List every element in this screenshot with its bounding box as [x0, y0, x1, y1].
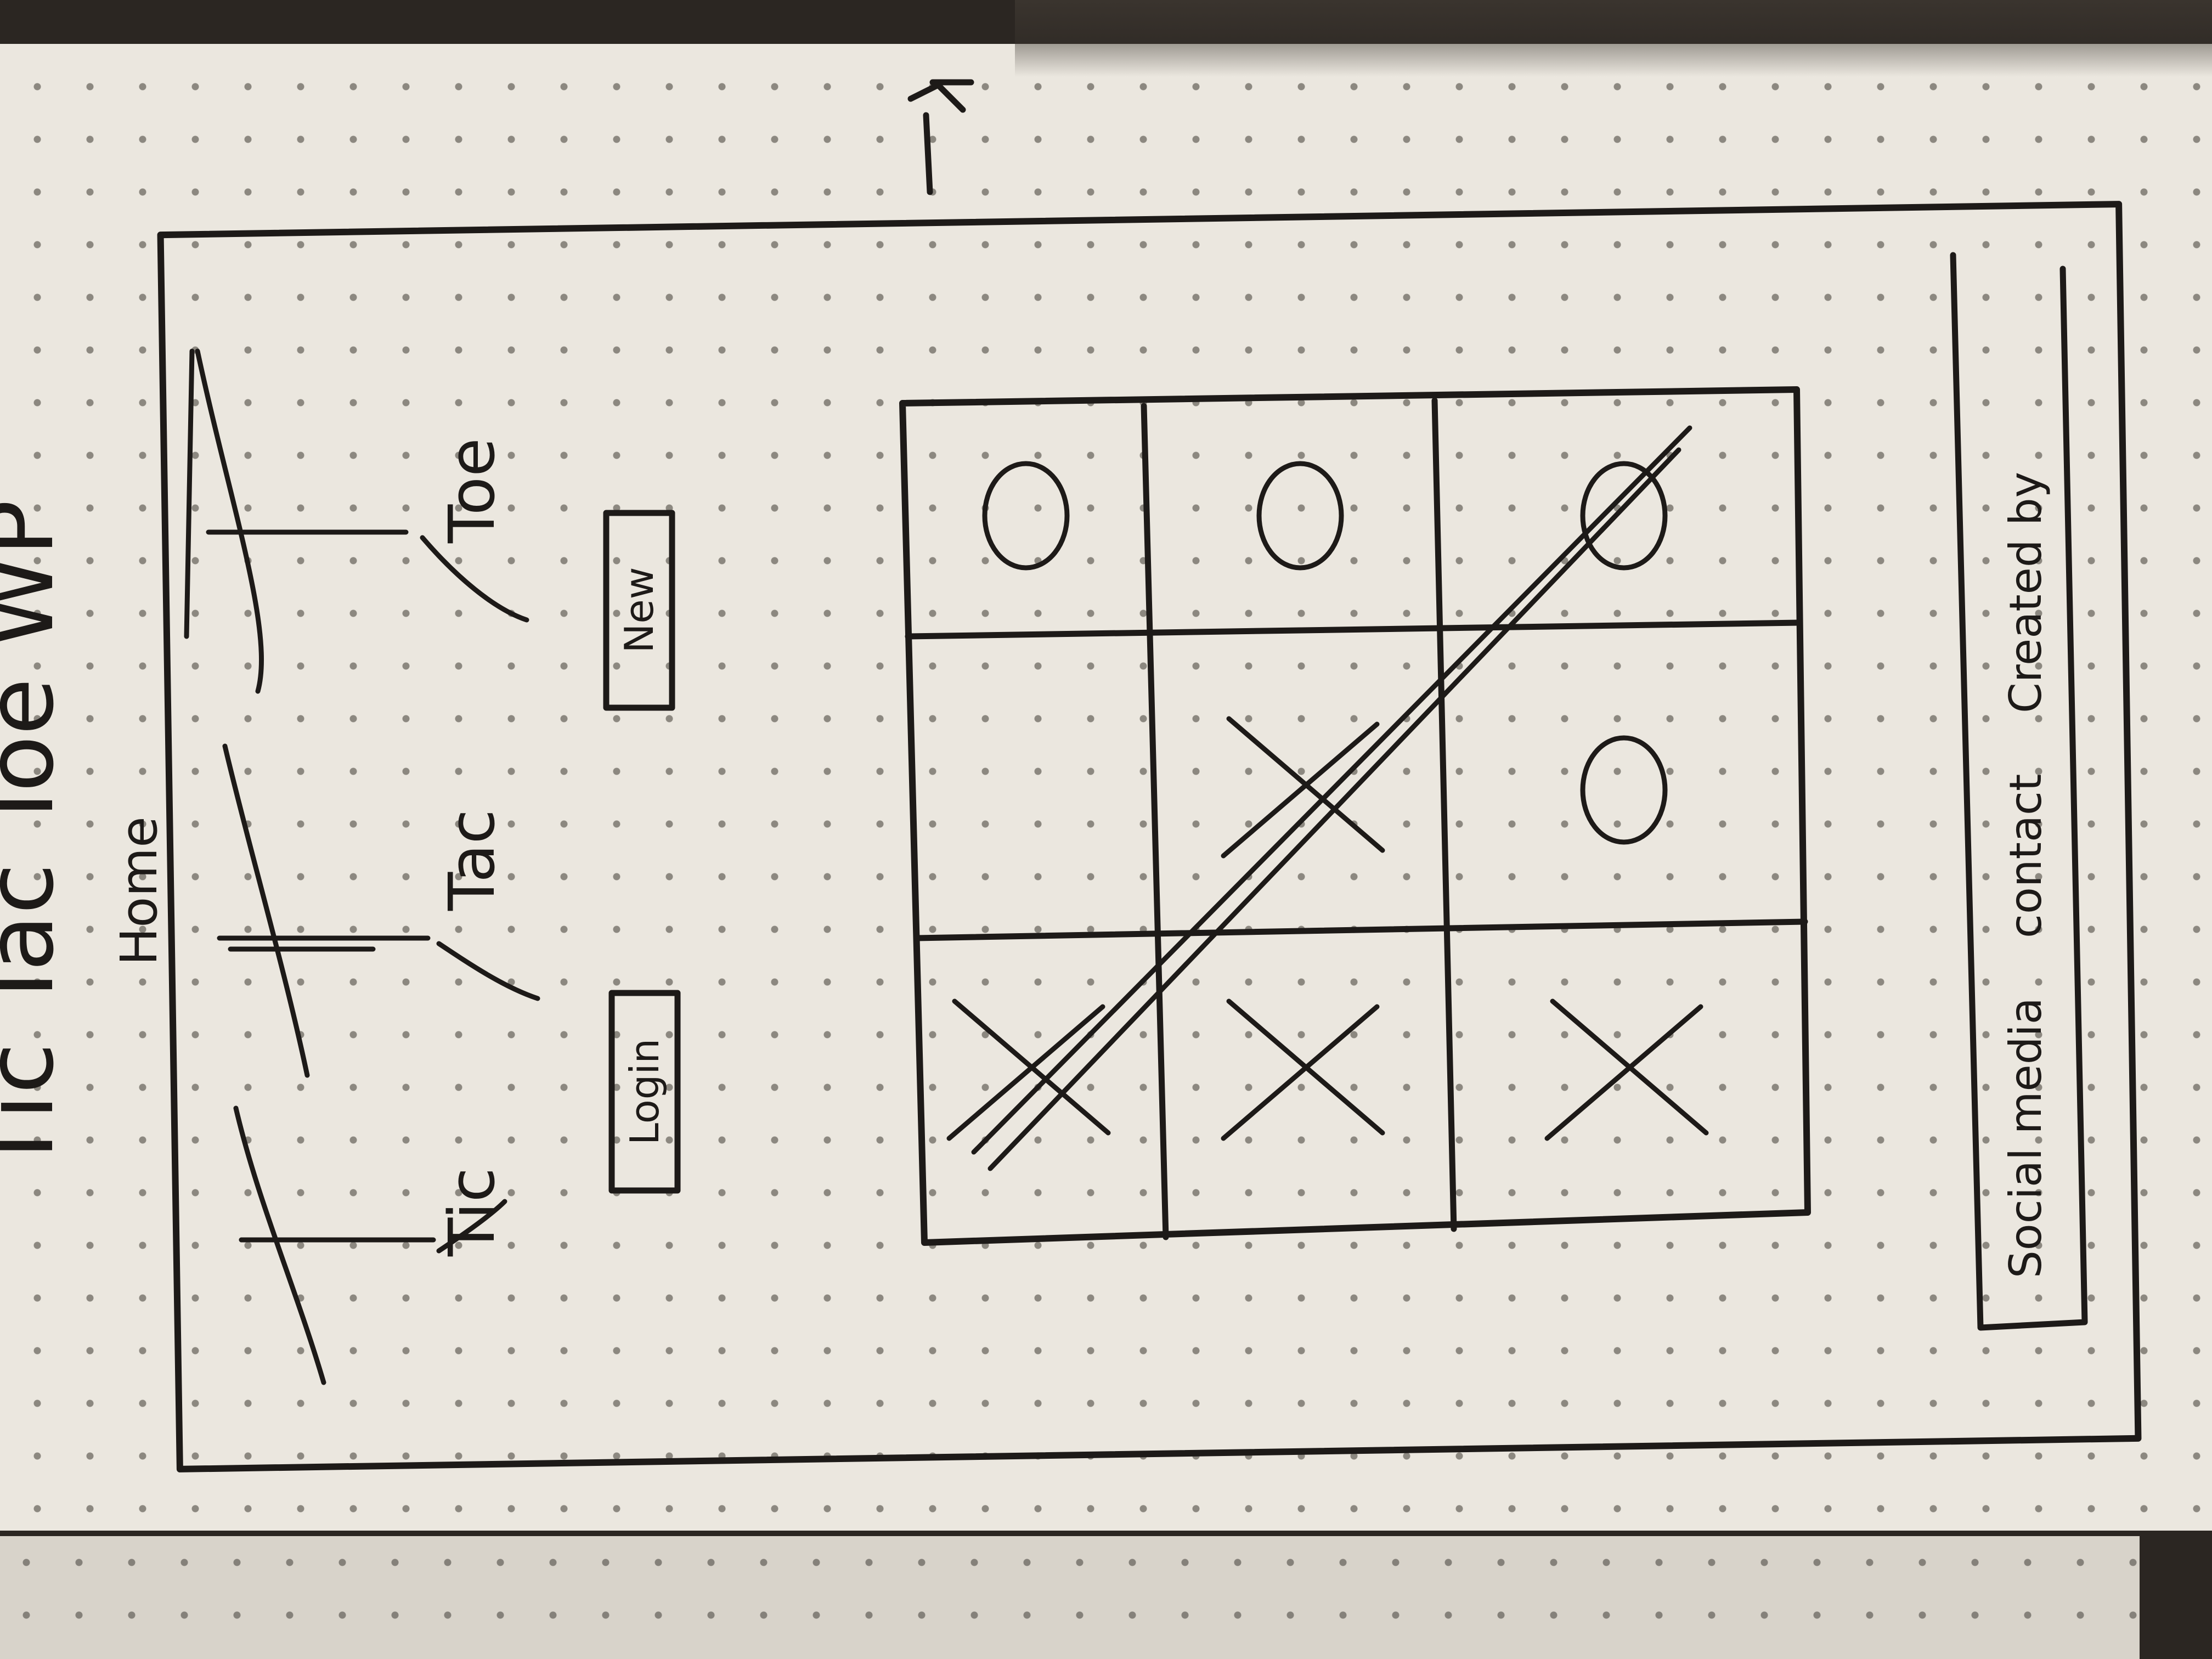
device-frame	[157, 201, 2142, 1472]
page-title: Tic Tac Toe WP	[0, 500, 75, 1175]
login-button-label: Login	[622, 1039, 668, 1145]
footer: Social media contact Created by	[1950, 252, 2088, 1331]
x-mark-icon	[946, 998, 1111, 1141]
o-mark-icon	[1256, 461, 1344, 571]
board-cell[interactable]	[1514, 669, 1734, 911]
board-cell[interactable]	[1190, 952, 1410, 1193]
footer-social-link[interactable]: Social media	[2000, 997, 2051, 1278]
board-cell[interactable]	[916, 952, 1136, 1193]
board-cell[interactable]	[916, 669, 1136, 911]
notebook-page	[0, 44, 2212, 1531]
board-cells	[916, 395, 1734, 1193]
next-notebook-page	[0, 1536, 2140, 1659]
footer-credit: Created by	[2000, 472, 2051, 713]
new-game-button-label: New	[616, 567, 662, 653]
logo: Tic Tac Toe	[184, 348, 540, 1385]
board-cell[interactable]	[1190, 395, 1410, 636]
board-cell[interactable]	[1190, 669, 1410, 911]
board-cell[interactable]	[1514, 395, 1734, 636]
background-shadow	[1015, 0, 2212, 77]
logo-word-toe: Toe	[436, 438, 509, 544]
winning-line	[971, 425, 1692, 1171]
x-mark-icon	[1544, 998, 1709, 1141]
game-board	[899, 386, 1811, 1246]
footer-contact-link[interactable]: contact	[2000, 774, 2051, 938]
logo-word-tic: Tic	[436, 1167, 509, 1257]
o-mark-icon	[1580, 735, 1668, 845]
login-button[interactable]: Login	[608, 990, 681, 1194]
board-cell[interactable]	[916, 395, 1136, 636]
logo-word-tac: Tac	[436, 809, 509, 911]
arrow-icon	[907, 79, 974, 195]
new-game-button[interactable]: New	[603, 510, 675, 711]
o-mark-icon	[982, 461, 1070, 571]
board-cell[interactable]	[1514, 952, 1734, 1193]
o-mark-icon	[1580, 461, 1668, 571]
x-mark-icon	[1221, 998, 1385, 1141]
x-mark-icon	[1221, 716, 1385, 859]
nav-home[interactable]: Home	[110, 816, 168, 966]
